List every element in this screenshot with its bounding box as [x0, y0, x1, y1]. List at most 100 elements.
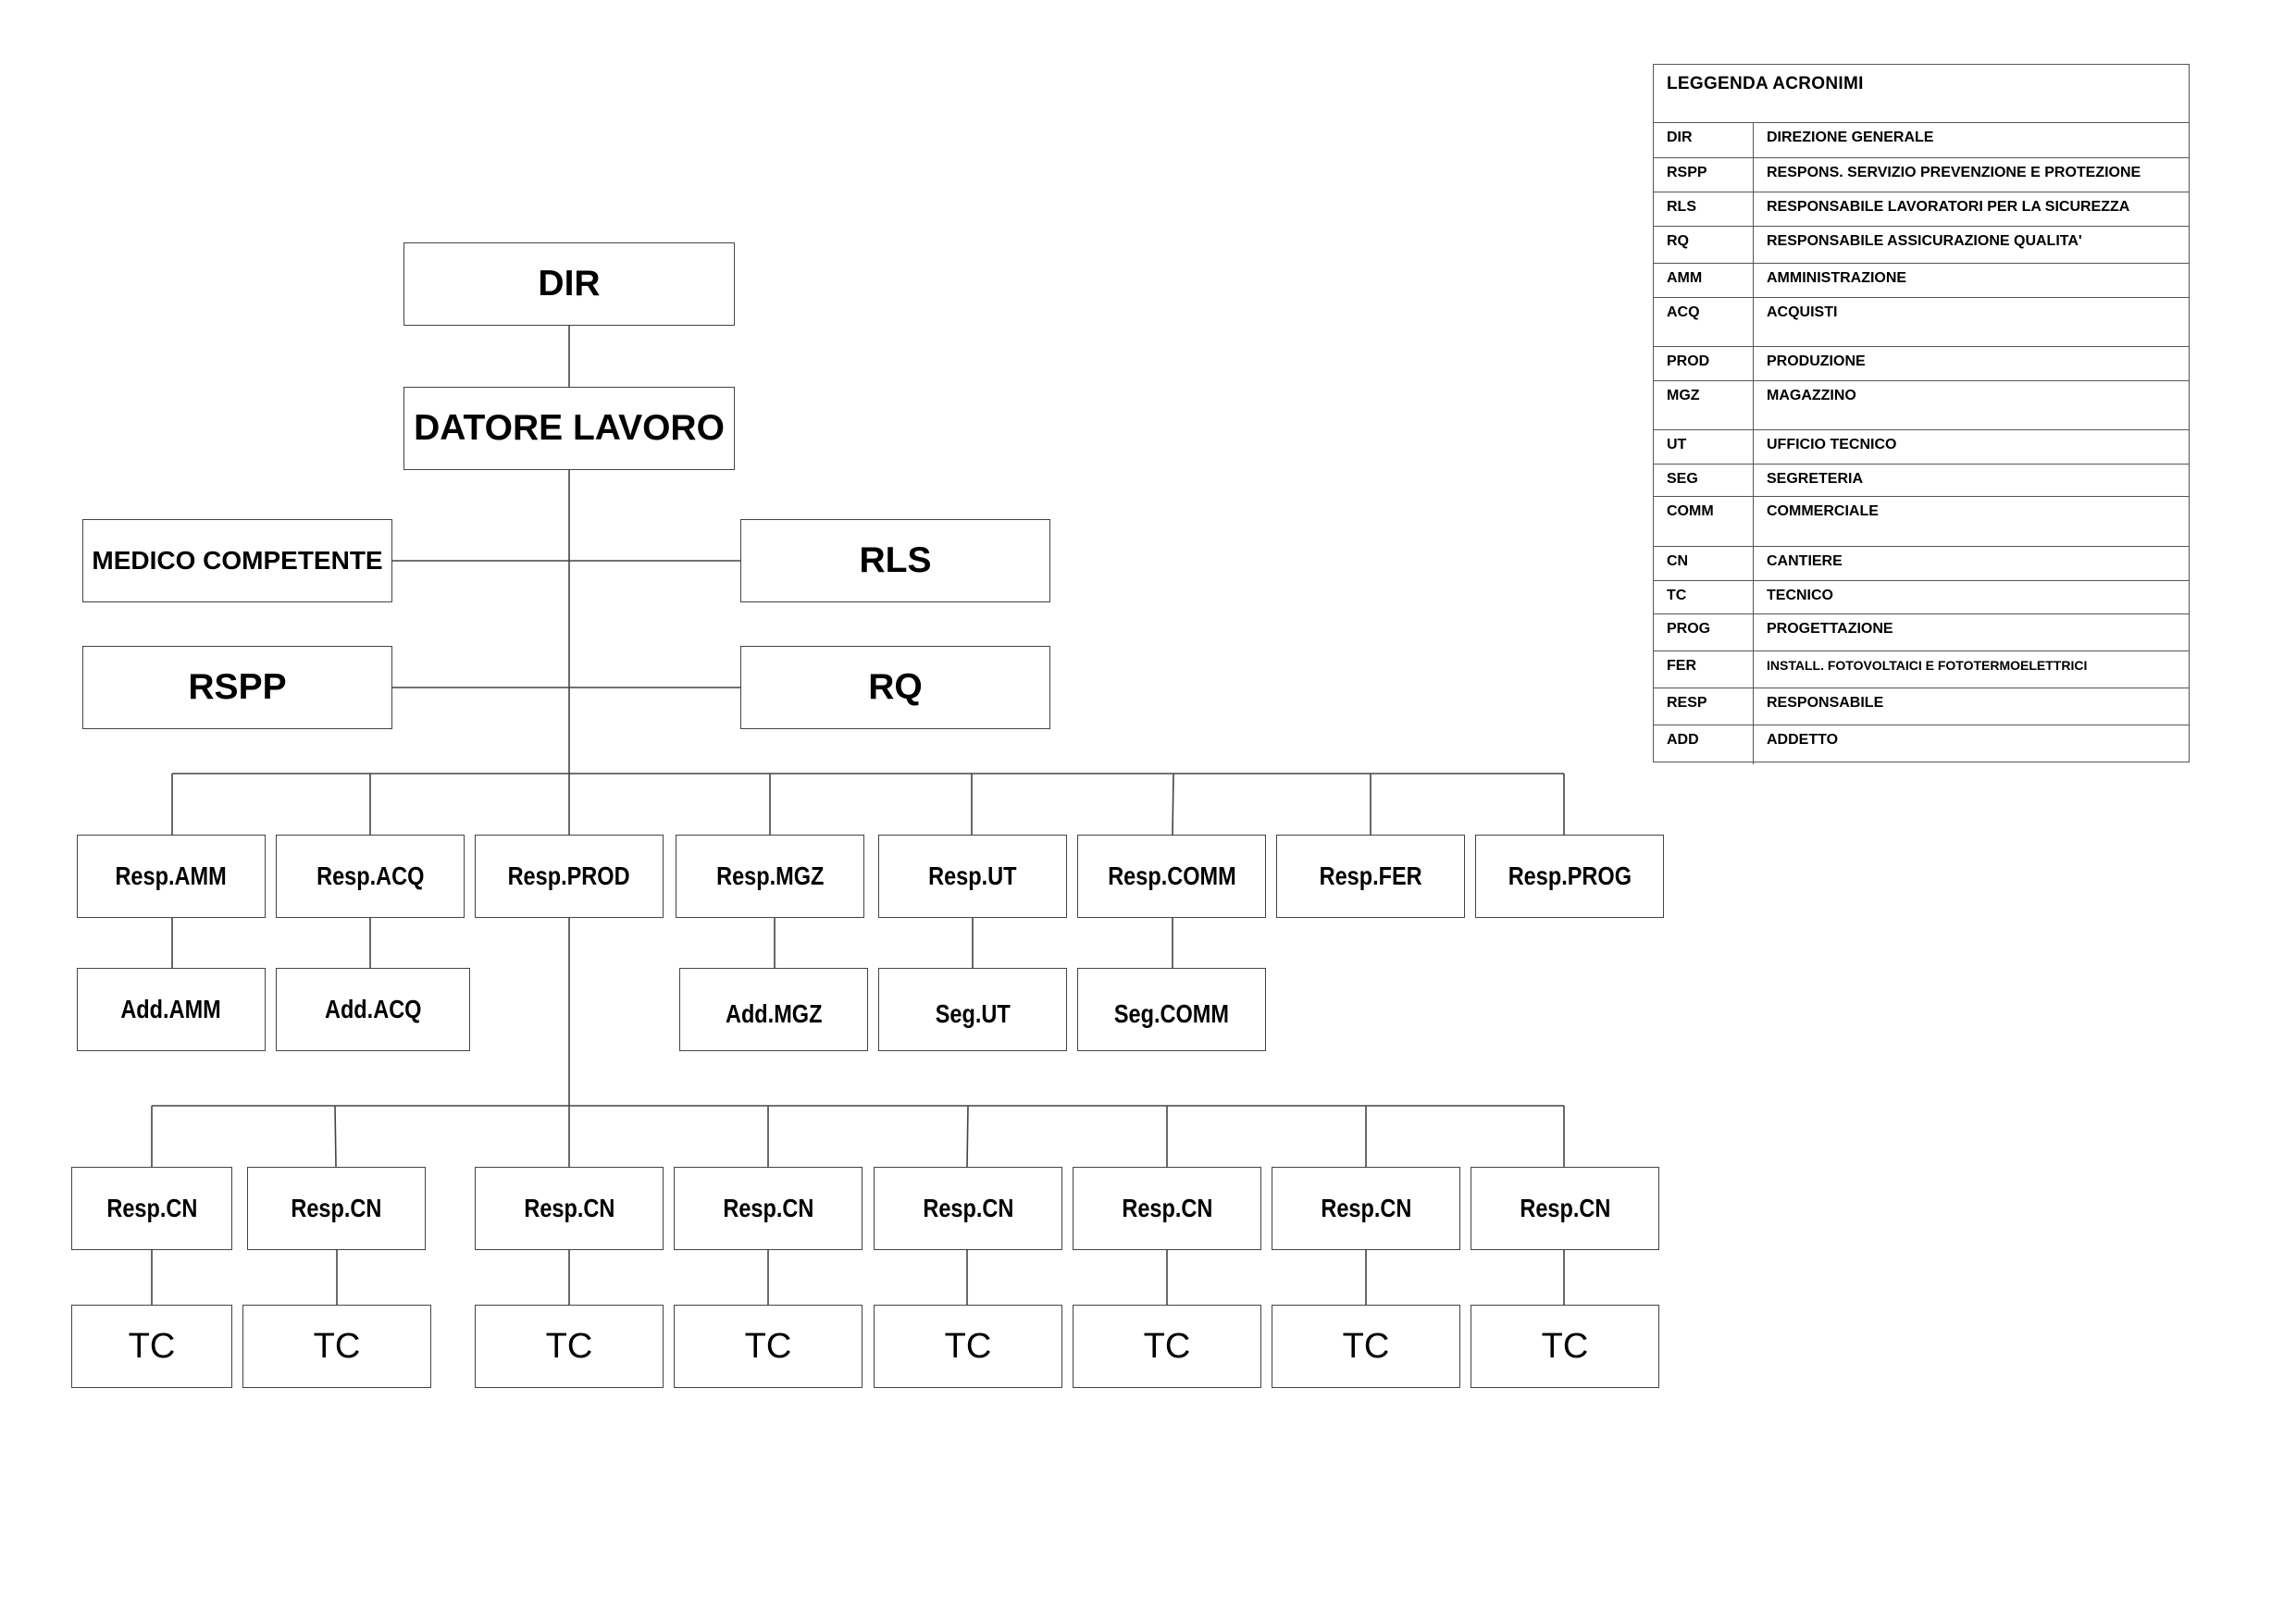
legend-column-divider: [1753, 192, 1754, 227]
legend-code: DIR: [1667, 130, 1693, 145]
node-seg-ut: Seg.UT: [878, 968, 1067, 1051]
legend-code: FER: [1667, 658, 1696, 674]
legend-title: LEGGENDA ACRONIMI: [1667, 74, 1864, 93]
legend-description: INSTALL. FOTOVOLTAICI E FOTOTERMOELETTRI…: [1767, 658, 2088, 673]
legend-description: RESPONSABILE ASSICURAZIONE QUALITA': [1767, 233, 2082, 249]
legend-code: CN: [1667, 553, 1689, 569]
node-tc: TC: [1471, 1305, 1659, 1388]
legend-code: MGZ: [1667, 388, 1700, 403]
node-resp-cn: Resp.CN: [71, 1167, 232, 1250]
node-resp-cn: Resp.CN: [874, 1167, 1062, 1250]
legend-column-divider: [1753, 298, 1754, 347]
legend-row: CN CANTIERE: [1654, 546, 2189, 581]
node-seg-comm: Seg.COMM: [1077, 968, 1266, 1051]
legend-column-divider: [1753, 381, 1754, 430]
node-add-amm: Add.AMM: [77, 968, 266, 1051]
node-resp-acq: Resp.ACQ: [276, 835, 465, 918]
legend-column-divider: [1753, 688, 1754, 725]
node-tc: TC: [674, 1305, 863, 1388]
node-resp-mgz: Resp.MGZ: [676, 835, 864, 918]
node-resp-ut: Resp.UT: [878, 835, 1067, 918]
node-resp-prog: Resp.PROG: [1475, 835, 1664, 918]
legend-description: DIREZIONE GENERALE: [1767, 130, 1934, 145]
node-rq: RQ: [740, 646, 1050, 729]
legend-code: RLS: [1667, 199, 1696, 215]
legend-code: SEG: [1667, 471, 1698, 487]
legend-code: PROG: [1667, 621, 1711, 637]
node-resp-cn: Resp.CN: [1073, 1167, 1261, 1250]
legend-column-divider: [1753, 547, 1754, 581]
legend-row: PROG PROGETTAZIONE: [1654, 613, 2189, 651]
legend-code: COMM: [1667, 503, 1714, 519]
legend-row: RESP RESPONSABILE: [1654, 688, 2189, 725]
node-tc: TC: [475, 1305, 664, 1388]
legend-row: TC TECNICO: [1654, 580, 2189, 614]
legend-row: SEG SEGRETERIA: [1654, 464, 2189, 497]
legend-description: RESPONSABILE: [1767, 695, 1884, 711]
node-tc: TC: [874, 1305, 1062, 1388]
legend-column-divider: [1753, 227, 1754, 264]
legend-description: AMMINISTRAZIONE: [1767, 270, 1907, 286]
legend-description: TECNICO: [1767, 588, 1833, 603]
legend-column-divider: [1753, 465, 1754, 497]
legend-row: ADD ADDETTO: [1654, 725, 2189, 764]
legend-table: LEGGENDA ACRONIMI DIR DIREZIONE GENERALE R…: [1653, 64, 2190, 764]
node-tc: TC: [1272, 1305, 1460, 1388]
legend-description: SEGRETERIA: [1767, 471, 1864, 487]
node-resp-comm: Resp.COMM: [1077, 835, 1266, 918]
legend-code: PROD: [1667, 353, 1710, 369]
legend-description: RESPONSABILE LAVORATORI PER LA SICUREZZA: [1767, 199, 2130, 215]
node-tc: TC: [242, 1305, 431, 1388]
legend-description: ADDETTO: [1767, 732, 1839, 748]
node-resp-cn: Resp.CN: [475, 1167, 664, 1250]
legend-column-divider: [1753, 651, 1754, 688]
node-add-acq: Add.ACQ: [276, 968, 470, 1051]
node-datore-lavoro: DATORE LAVORO: [403, 387, 735, 470]
node-tc: TC: [1073, 1305, 1261, 1388]
legend-column-divider: [1753, 725, 1754, 764]
node-resp-prod: Resp.PROD: [475, 835, 664, 918]
node-resp-amm: Resp.AMM: [77, 835, 266, 918]
legend-description: ACQUISTI: [1767, 304, 1838, 320]
legend-row: FER INSTALL. FOTOVOLTAICI E FOTOTERMOELET…: [1654, 650, 2189, 688]
legend-column-divider: [1753, 430, 1754, 465]
legend-row: MGZ MAGAZZINO: [1654, 380, 2189, 430]
legend-row: ACQ ACQUISTI: [1654, 297, 2189, 347]
legend-column-divider: [1753, 347, 1754, 381]
legend-code: ADD: [1667, 732, 1699, 748]
node-resp-fer: Resp.FER: [1276, 835, 1465, 918]
legend-column-divider: [1753, 614, 1754, 651]
node-resp-cn: Resp.CN: [1471, 1167, 1659, 1250]
legend-description: PROGETTAZIONE: [1767, 621, 1893, 637]
legend-description: CANTIERE: [1767, 553, 1843, 569]
node-medico-competente: MEDICO COMPETENTE: [82, 519, 392, 602]
node-dir: DIR: [403, 242, 735, 326]
legend-description: MAGAZZINO: [1767, 388, 1856, 403]
legend-code: RSPP: [1667, 165, 1707, 180]
legend-column-divider: [1753, 264, 1754, 298]
legend-description: PRODUZIONE: [1767, 353, 1866, 369]
node-add-mgz: Add.MGZ: [679, 968, 868, 1051]
node-resp-cn: Resp.CN: [674, 1167, 863, 1250]
legend-row: RLS RESPONSABILE LAVORATORI PER LA SICURE…: [1654, 192, 2189, 227]
legend-column-divider: [1753, 123, 1754, 158]
legend-row: PROD PRODUZIONE: [1654, 346, 2189, 381]
legend-row: DIR DIREZIONE GENERALE: [1654, 122, 2189, 158]
legend-code: UT: [1667, 437, 1687, 452]
legend-row: RSPP RESPONS. SERVIZIO PREVENZIONE E PROT…: [1654, 157, 2189, 192]
legend-description: UFFICIO TECNICO: [1767, 437, 1897, 452]
legend-column-divider: [1753, 581, 1754, 614]
node-resp-cn: Resp.CN: [1272, 1167, 1460, 1250]
legend-row: COMM COMMERCIALE: [1654, 496, 2189, 547]
legend-description: RESPONS. SERVIZIO PREVENZIONE E PROTEZIO…: [1767, 165, 2141, 180]
legend-code: TC: [1667, 588, 1687, 603]
legend-description: COMMERCIALE: [1767, 503, 1879, 519]
node-resp-cn: Resp.CN: [247, 1167, 426, 1250]
legend-row: AMM AMMINISTRAZIONE: [1654, 263, 2189, 298]
legend-code: ACQ: [1667, 304, 1700, 320]
legend-code: AMM: [1667, 270, 1703, 286]
legend-row: UT UFFICIO TECNICO: [1654, 429, 2189, 465]
legend-code: RESP: [1667, 695, 1707, 711]
